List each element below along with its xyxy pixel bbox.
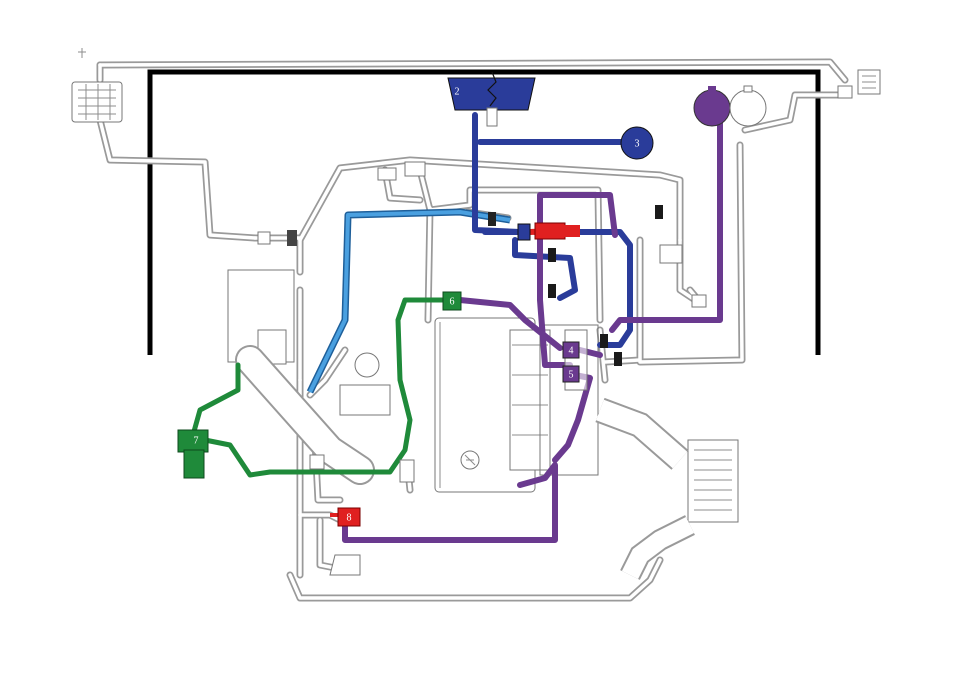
callout-4: 4 — [562, 341, 580, 359]
valve-icon — [287, 230, 297, 246]
valve-icon — [488, 212, 496, 226]
intercooler — [595, 397, 739, 580]
callout-3: 3 — [620, 126, 654, 160]
check-valve-icon — [548, 284, 556, 298]
check-valve-icon — [548, 248, 556, 262]
label-3: 3 — [635, 138, 640, 149]
dark-blue-hoses — [472, 112, 633, 348]
brake-pedal-connector — [837, 69, 881, 99]
intake-duct — [235, 345, 375, 485]
purple-hoses — [342, 115, 723, 543]
callout-6: 6 — [442, 291, 462, 311]
valve-icon — [517, 223, 531, 241]
valves — [287, 205, 683, 391]
red-solenoid-valve — [534, 222, 580, 240]
callout-8: 8 — [337, 507, 361, 527]
label-2: 2 — [455, 86, 460, 97]
green-hoses — [190, 297, 448, 478]
valve-icon — [600, 334, 608, 348]
label-8: 8 — [347, 512, 352, 523]
valve-icon — [655, 205, 663, 219]
purple-sphere — [693, 86, 731, 127]
detail-parts — [257, 161, 707, 576]
label-6: 6 — [450, 296, 455, 307]
valve-icon — [614, 352, 622, 366]
label-4: 4 — [569, 345, 574, 356]
callout-7: 7 — [177, 429, 209, 479]
sphere-icon — [729, 85, 767, 127]
charcoal-canister — [71, 48, 123, 123]
connector-icon — [659, 244, 683, 264]
callout-5: 5 — [562, 365, 580, 383]
throttle-body — [339, 352, 391, 416]
label-5: 5 — [569, 369, 574, 380]
body-frame — [147, 69, 821, 355]
callout-2: 2 — [447, 71, 536, 127]
label-7: 7 — [194, 435, 199, 446]
